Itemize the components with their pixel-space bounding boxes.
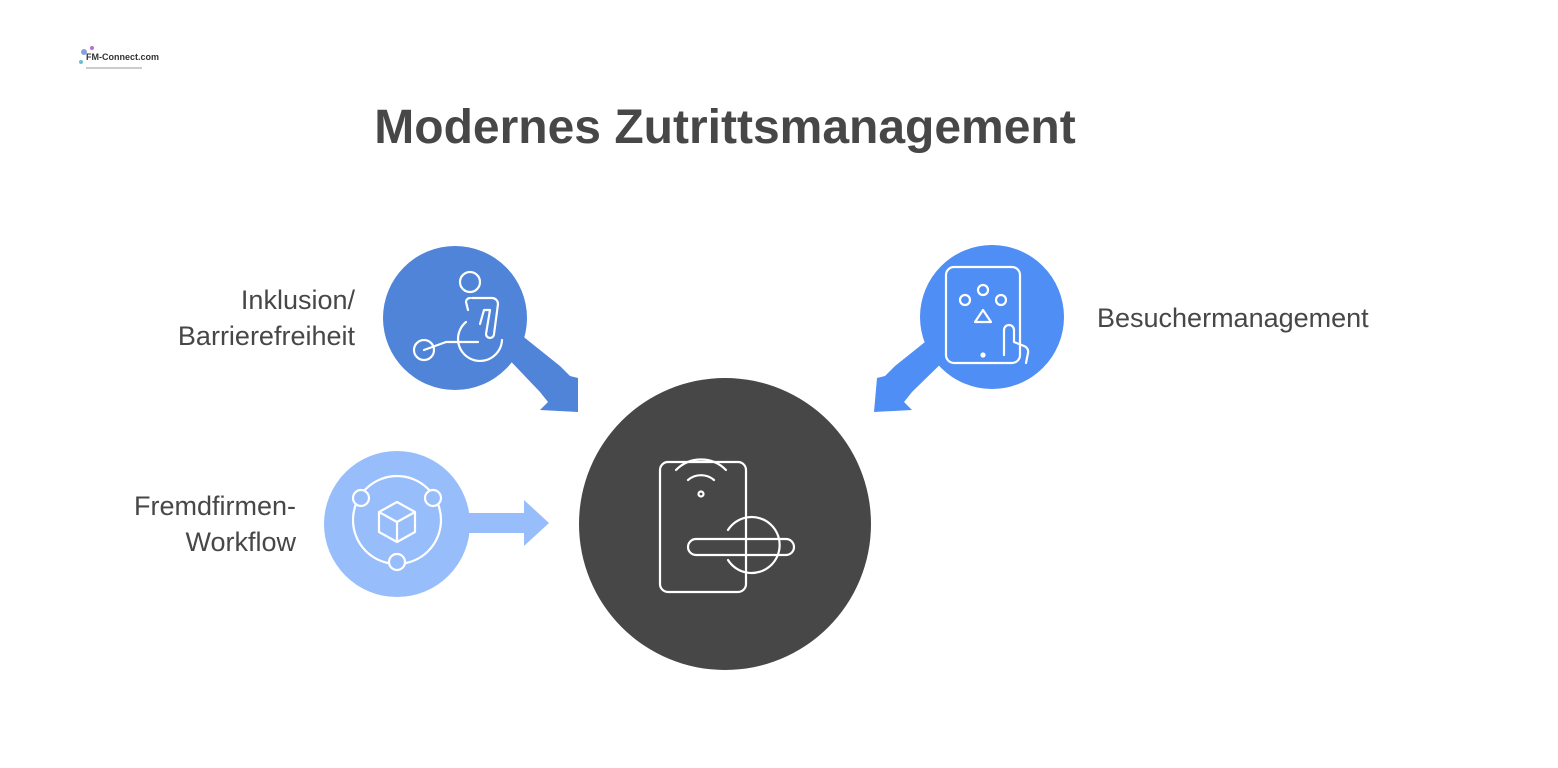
arrow-inclusion xyxy=(500,334,578,412)
label-line: Fremdfirmen- xyxy=(133,491,296,521)
page-title: Modernes Zutrittsmanagement xyxy=(374,101,1076,154)
center-circle xyxy=(579,378,871,670)
network-cube-icon xyxy=(351,474,443,572)
label-contractor: Fremdfirmen- Workflow xyxy=(134,488,296,560)
logo-graphic xyxy=(79,46,142,69)
label-line: Besuchermanagement xyxy=(1097,303,1369,333)
node-inclusion xyxy=(383,246,527,390)
logo: FM-Connect.com xyxy=(76,44,159,72)
arrow-contractor xyxy=(460,500,549,546)
door-lock-icon xyxy=(658,458,796,594)
logo-text: FM-Connect.com xyxy=(86,52,159,62)
label-visitor: Besuchermanagement xyxy=(1097,300,1369,336)
label-inclusion: Inklusion/ Barrierefreiheit xyxy=(178,282,355,354)
tablet-touch-icon xyxy=(944,265,1030,365)
label-line: Workflow xyxy=(185,527,296,557)
label-line: Barrierefreiheit xyxy=(177,321,355,351)
label-line: Inklusion/ xyxy=(240,285,355,315)
wheelchair-icon xyxy=(412,270,504,363)
